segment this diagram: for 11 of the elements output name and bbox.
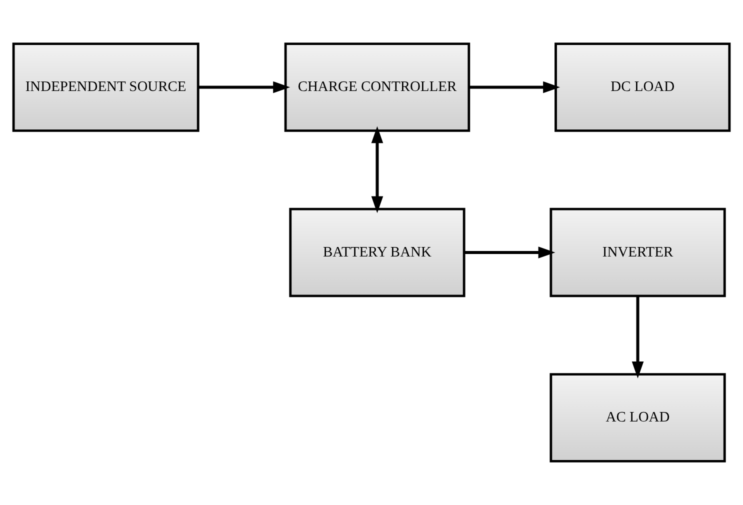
arrow — [468, 81, 560, 94]
arrow — [464, 246, 556, 258]
node-box: AC LOAD — [550, 373, 726, 462]
node-box: INVERTER — [550, 208, 726, 298]
node-box: BATTERY BANK — [289, 208, 466, 298]
node-box: DC LOAD — [554, 42, 731, 132]
arrow — [371, 126, 384, 214]
node-box: CHARGE CONTROLLER — [284, 42, 470, 132]
arrow — [198, 81, 290, 94]
node-box: INDEPENDENT SOURCE — [12, 42, 200, 132]
arrow — [632, 296, 644, 378]
